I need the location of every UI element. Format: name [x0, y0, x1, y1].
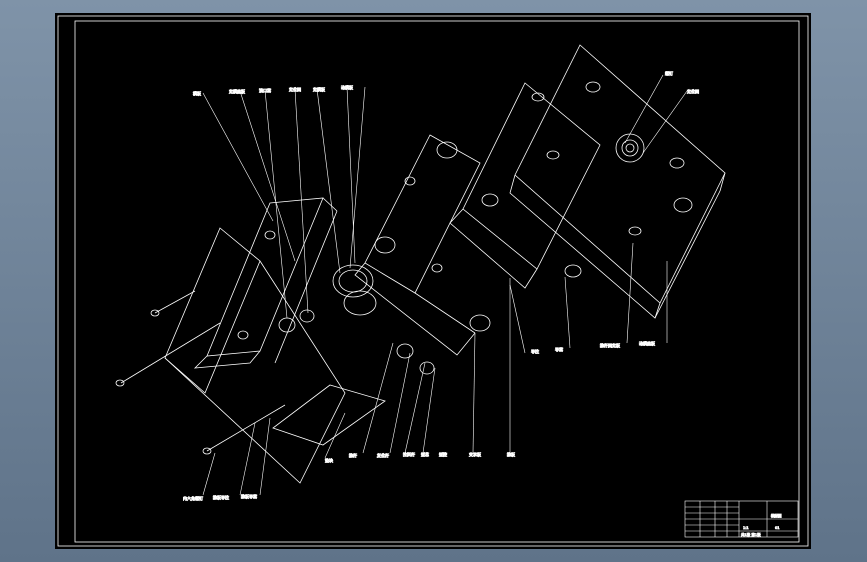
fixed-clamp-plate [509, 44, 726, 319]
drawing-sheet: 模板 定模座板 浇口套 定位圈 定模板 动模板 螺钉 定位圈 导柱 导套 推杆固… [55, 13, 811, 549]
callout-top-4: 定位圈 [289, 86, 301, 92]
inner-border [74, 20, 800, 543]
callout-bottom-11: 推板 [507, 451, 515, 457]
callout-top-1: 模板 [193, 90, 201, 96]
leader-lines [202, 74, 688, 496]
title-block-scale: 1:1 [743, 526, 749, 530]
gear-core [278, 264, 377, 333]
callout-bottom-8: 型芯 [421, 451, 429, 457]
title-block-name: 装配图 [771, 513, 782, 518]
callout-mid-4: 动模座板 [639, 340, 655, 346]
callout-top-5: 定模板 [313, 86, 325, 92]
callout-right-1: 螺钉 [665, 70, 673, 76]
callout-bottom-3: 推板导套 [241, 493, 257, 499]
moving-mold-plate [354, 134, 491, 356]
moving-clamp-plate [115, 227, 435, 484]
fixed-mold-plate [449, 82, 601, 289]
callout-bottom-6: 复位杆 [377, 452, 389, 458]
callout-mid-1: 导柱 [531, 348, 539, 354]
exploded-mold-drawing: 模板 定模座板 浇口套 定位圈 定模板 动模板 螺钉 定位圈 导柱 导套 推杆固… [57, 15, 809, 547]
callout-bottom-10: 支承板 [469, 451, 481, 457]
title-block-sheet: 共1张 第1张 [741, 532, 761, 537]
callout-top-6: 动模板 [341, 84, 353, 90]
callout-right-2: 定位圈 [687, 88, 699, 94]
callout-bottom-4: 垫块 [325, 457, 333, 463]
callout-top-2: 定模座板 [229, 88, 245, 94]
callout-bottom-1: 内六角螺钉 [183, 495, 203, 501]
callout-mid-2: 导套 [555, 346, 563, 352]
callout-mid-3: 推杆固定板 [600, 342, 620, 348]
title-block-drawing-no: 01 [775, 526, 779, 530]
cavity-plate [193, 197, 338, 369]
callout-bottom-5: 推杆 [349, 452, 357, 458]
callout-bottom-9: 型腔 [439, 451, 447, 457]
title-block [684, 500, 799, 538]
callout-top-3: 浇口套 [259, 87, 271, 93]
callout-bottom-2: 推板导柱 [213, 494, 229, 500]
outer-border [57, 15, 809, 547]
callout-bottom-7: 拉料杆 [403, 451, 415, 457]
